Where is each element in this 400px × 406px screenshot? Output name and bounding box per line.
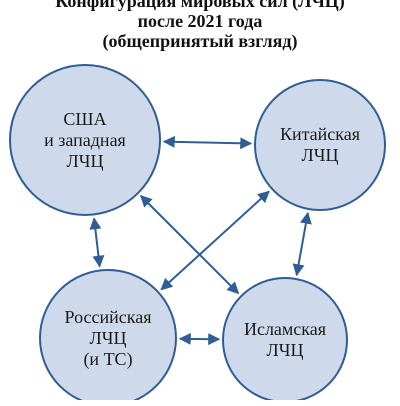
node-label-line: Исламская (244, 319, 326, 340)
node-label-line: и западная (44, 130, 126, 151)
node-label-line: США (63, 109, 106, 130)
arrow-usa-china (164, 142, 251, 144)
node-label-line: ЛЧЦ (67, 151, 104, 172)
arrow-usa-russia (94, 218, 100, 266)
node-label-line: ЛЧЦ (90, 328, 127, 349)
node-label-line: (и ТС) (83, 349, 132, 370)
arrow-china-russia (161, 191, 269, 289)
arrow-china-islam (297, 213, 308, 275)
node-label-line: Российская (65, 307, 152, 328)
node-label-line: ЛЧЦ (267, 340, 304, 361)
node-label-line: ЛЧЦ (302, 145, 339, 166)
node-label-line: Китайская (280, 124, 360, 145)
